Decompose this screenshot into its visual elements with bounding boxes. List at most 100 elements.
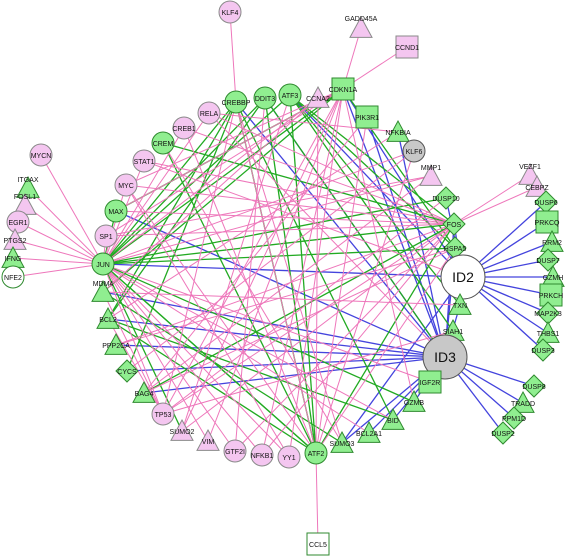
- edge-jun-yy1: [102, 263, 290, 458]
- node-label: CCNA2: [306, 96, 330, 103]
- node-label: RELA: [200, 111, 219, 118]
- node-label: BCL2A1: [356, 431, 382, 438]
- node-prkch: PRKCH: [539, 283, 564, 307]
- node-shape-circle: [94, 224, 118, 248]
- edge-jun-bid: [102, 263, 394, 421]
- edge-id3-pik3r1: [366, 116, 446, 358]
- node-gzmb: GZMB: [402, 389, 426, 412]
- edge-rela-id3: [208, 112, 446, 358]
- node-shape-square: [355, 105, 379, 129]
- node-shape-circle: [253, 86, 277, 110]
- node-label: YY1: [282, 455, 295, 462]
- node-shape-triangle: [448, 292, 472, 315]
- edge-nfe2-jun: [12, 263, 104, 278]
- node-shape-diamond: [491, 421, 515, 445]
- node-ccna2: CCNA2: [306, 85, 330, 108]
- node-label: CREM: [153, 141, 174, 148]
- node-id3: ID3: [422, 334, 468, 380]
- edge-jun-bcl2a1: [102, 263, 370, 434]
- node-shape-circle: [151, 131, 175, 155]
- node-gadd45a: GADD45A: [345, 15, 378, 38]
- edge-atf2-crem: [162, 142, 317, 454]
- edge-max-fos: [115, 210, 455, 225]
- edge-tp53-siah1: [162, 330, 454, 415]
- edge-ccna2-mdm4: [102, 97, 319, 293]
- edge-jun-myc: [102, 184, 127, 265]
- edge-sp1-fos: [105, 223, 455, 237]
- node-mycn: MYCN: [29, 143, 53, 167]
- node-shape-triangle: [104, 332, 128, 355]
- node-shape-triangle: [91, 279, 115, 302]
- edge-bcl2-atf2: [107, 318, 317, 454]
- node-label: PTGS2: [4, 238, 27, 245]
- node-shape-circle: [172, 116, 196, 140]
- edge-ccl5-atf2: [315, 452, 319, 545]
- edge-pik3r1-bag4: [143, 116, 368, 394]
- node-ddit3: DDIT3: [253, 86, 277, 110]
- edge-cdkn1a-gzmb: [342, 88, 415, 403]
- node-label: CREB1: [172, 126, 195, 133]
- node-label: DUSP2: [491, 431, 514, 438]
- node-dusp7: DUSP7: [536, 248, 560, 272]
- node-mmp1: MMP1: [419, 163, 443, 186]
- node-crem: CREM: [151, 131, 175, 155]
- node-label: SUMO2: [170, 429, 195, 436]
- node-shape-triangle: [132, 380, 156, 403]
- edge-sumo2-cdkn1a: [181, 88, 344, 432]
- edge-atf2-jun: [102, 263, 317, 454]
- node-label: NFKB1: [251, 453, 274, 460]
- node-label: DUSP3: [531, 348, 554, 355]
- node-label: BCL2: [99, 317, 117, 324]
- node-shape-circle: [277, 445, 301, 469]
- edge-max-cdkn1a: [115, 88, 344, 212]
- node-shape-circle: [132, 149, 156, 173]
- node-shape-circle: [104, 199, 128, 223]
- node-shape-triangle: [511, 390, 535, 413]
- node-label: SUMO3: [330, 441, 355, 448]
- edge-jun-crebbp: [102, 101, 237, 265]
- edge-crem-fos: [162, 142, 455, 225]
- node-shape-circle: [6, 210, 30, 234]
- node-tradd: TRADD: [511, 390, 535, 413]
- edge-fos-bag4: [143, 223, 455, 394]
- edge-klf6-cycs: [126, 150, 415, 372]
- node-label: SIAH1: [443, 329, 463, 336]
- node-label: PRKCH: [539, 293, 564, 300]
- node-crebbp: CREBBP: [222, 90, 251, 114]
- node-shape-diamond: [502, 406, 526, 430]
- node-label: NFKBIA: [385, 130, 411, 137]
- node-label: KLF4: [222, 10, 239, 17]
- node-label: DDIT3: [255, 96, 275, 103]
- edge-klf4-crebbp: [229, 11, 237, 103]
- node-shape-circle: [223, 439, 247, 463]
- node-cycs: CYCS: [115, 359, 139, 383]
- edge-id3-nfkbia: [397, 131, 446, 358]
- node-shape-circle: [402, 139, 426, 163]
- edge-crebbp-cycs: [126, 101, 237, 372]
- node-label: PPP2CA: [102, 343, 130, 350]
- node-shape-circle: [197, 101, 221, 125]
- edge-id3-cycs: [126, 356, 446, 372]
- node-bcl2: BCL2: [96, 306, 120, 329]
- node-label: ATF2: [308, 451, 325, 458]
- edge-myc-atf2: [125, 184, 317, 454]
- edge-pik3r1-atf2: [315, 116, 368, 454]
- node-rela: RELA: [197, 101, 221, 125]
- node-shape-triangle: [536, 320, 560, 343]
- node-label: DUSP6: [534, 200, 557, 207]
- node-thbs1: THBS1: [536, 320, 560, 343]
- node-label: PIK3R1: [355, 115, 379, 122]
- edge-bag4-hspa5: [143, 247, 456, 394]
- node-shape-circle: [1, 265, 25, 289]
- edge-atf3-fos: [289, 94, 455, 225]
- node-label: IGF2R: [420, 380, 441, 387]
- node-label: ATF3: [282, 93, 299, 100]
- node-label: STAT1: [134, 159, 155, 166]
- node-myc: MYC: [114, 173, 138, 197]
- edge-jun-ccna2: [102, 97, 319, 265]
- edge-id3-bcl2: [107, 318, 446, 358]
- node-ppp2ca: PPP2CA: [102, 332, 130, 355]
- node-label: MYCN: [31, 153, 52, 160]
- node-label: TXN: [453, 303, 467, 310]
- edge-crebbp-tp53: [162, 101, 237, 415]
